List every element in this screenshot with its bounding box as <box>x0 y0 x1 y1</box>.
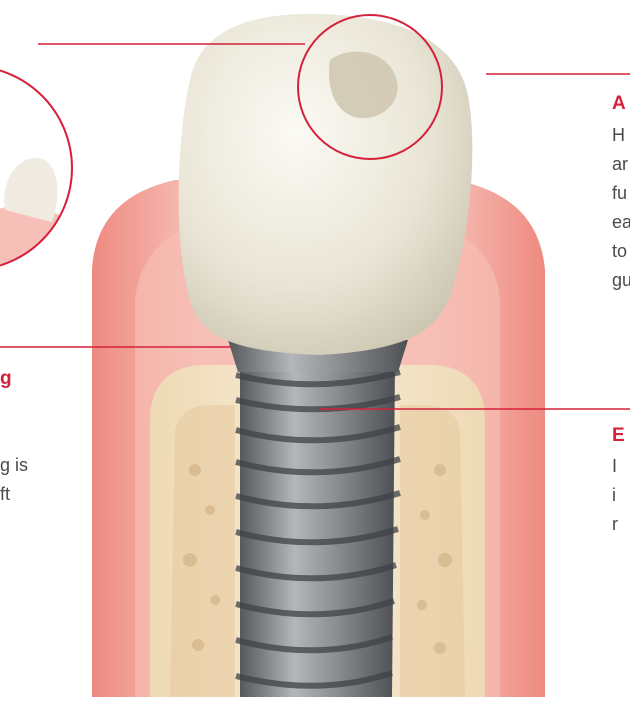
callout-text-right-top-5: to <box>612 241 627 261</box>
callout-text-right-bottom-3: r <box>612 514 618 534</box>
callout-text-right-bottom-1: I <box>612 456 617 476</box>
callout-text-right-top-4: ea <box>612 212 630 232</box>
crown <box>179 14 473 355</box>
callout-text-right-top-2: ar <box>612 154 628 174</box>
bone-cancellous-left <box>170 405 235 697</box>
callout-heading-right-bottom: E <box>612 425 625 447</box>
callout-heading-left: g <box>0 368 12 390</box>
callout-text-left-1: g is <box>0 455 28 475</box>
callout-text-right-top-1: H <box>612 125 625 145</box>
callout-text-right-top-3: fu <box>612 183 627 203</box>
callout-text-right-bottom-2: i <box>612 485 616 505</box>
callout-text-right-top-6: gu <box>612 270 630 290</box>
callout-text-left-2: ft <box>0 484 10 504</box>
callout-heading-right-top: A <box>612 93 626 115</box>
bone-cancellous-right <box>400 405 465 697</box>
